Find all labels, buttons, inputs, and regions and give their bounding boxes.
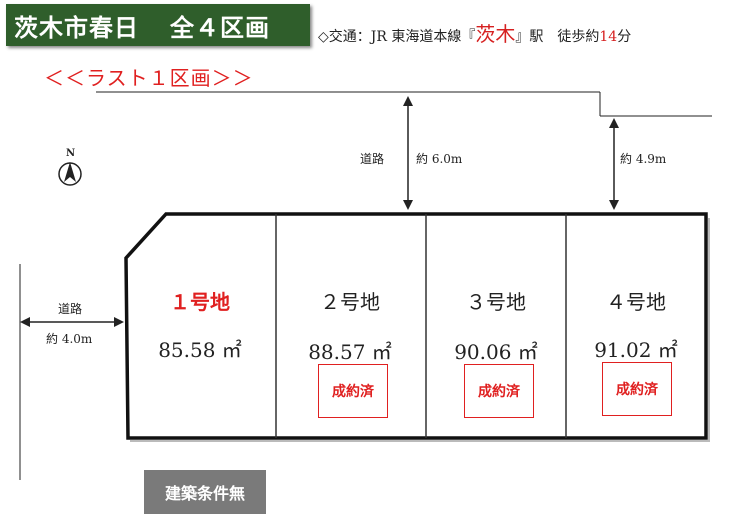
arrow-head-down <box>403 200 413 210</box>
road-label-top: 道路 <box>360 152 385 166</box>
lot-4-sold-badge: 成約済 <box>602 362 672 416</box>
arrow-head-up <box>403 96 413 106</box>
arrow-head-up <box>609 118 619 128</box>
lot-3-sold-badge: 成約済 <box>464 364 534 418</box>
road-width-left: 約 4.0m <box>46 332 93 346</box>
building-conditions-badge: 建築条件無 <box>144 470 266 514</box>
road-width-right: 約 4.9m <box>620 152 667 166</box>
lot-2-number: ２号地 <box>320 290 380 314</box>
lot-1-area: 85.58 ㎡ <box>158 338 242 362</box>
road-label-left: 道路 <box>58 302 83 316</box>
lot-2-sold-badge: 成約済 <box>318 364 388 418</box>
lot-4-area: 91.02 ㎡ <box>594 338 678 362</box>
access-prefix: ◇交通：JR 東海道本線『 <box>318 29 476 45</box>
access-info: ◇交通：JR 東海道本線『茨木』駅 徒歩約14分 <box>318 18 631 47</box>
road-width-top: 約 6.0m <box>416 152 463 166</box>
arrow-head-down <box>609 200 619 210</box>
walk-minutes: 14 <box>599 29 618 45</box>
title-banner <box>6 4 310 46</box>
station-name: 茨木 <box>475 22 516 46</box>
lot-3-area: 90.06 ㎡ <box>454 340 538 364</box>
lot-2-area: 88.57 ㎡ <box>308 340 392 364</box>
lot-4-number: ４号地 <box>606 290 666 314</box>
arrow-head-right <box>114 317 124 327</box>
last-lot-banner: ＜＜ラスト１区画＞＞ <box>44 66 254 90</box>
access-suffix: 分 <box>617 29 632 45</box>
page-title: 茨木市春日 <box>14 13 139 42</box>
lot-outline <box>124 212 708 440</box>
lot-3-number: ３号地 <box>466 290 526 314</box>
lot-1-number: １号地 <box>170 290 230 314</box>
compass-north-label: N <box>66 148 76 159</box>
access-middle: 』駅 徒歩約 <box>515 29 600 45</box>
compass-needle-icon <box>64 162 76 182</box>
lot-count-label: 全４区画 <box>170 13 270 42</box>
arrow-head-left <box>20 317 30 327</box>
